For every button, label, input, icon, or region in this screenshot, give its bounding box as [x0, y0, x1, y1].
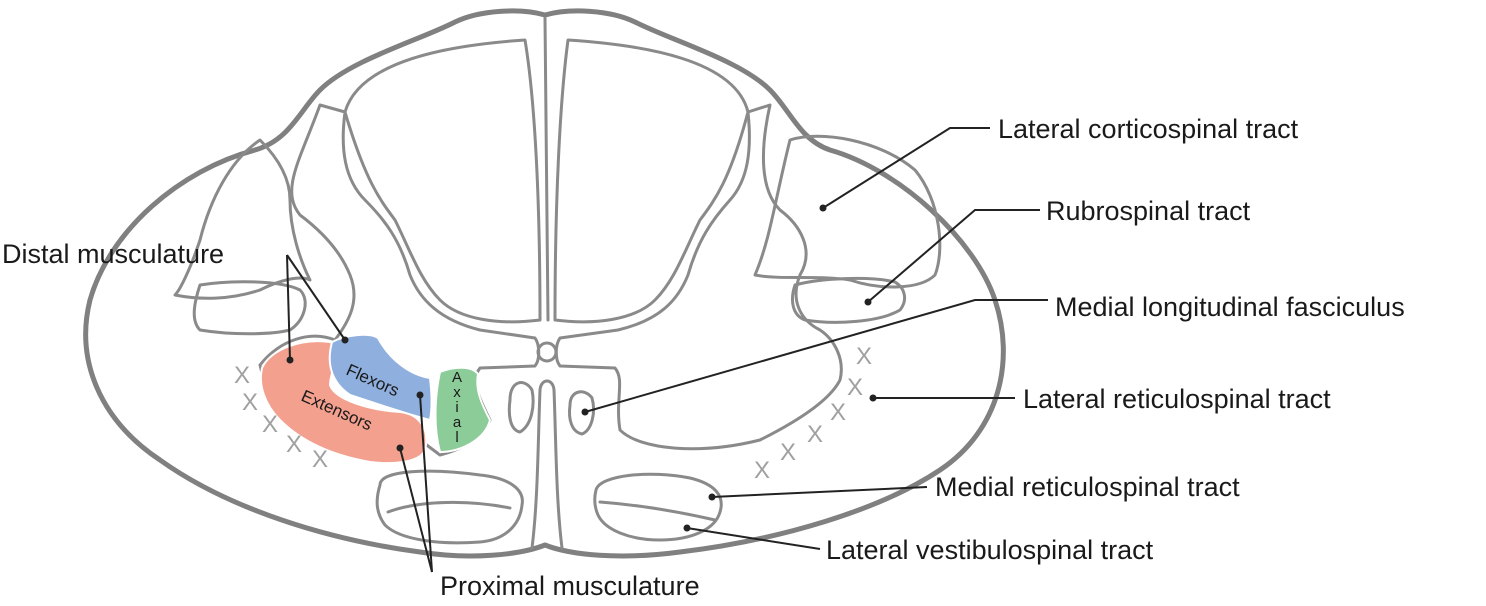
axial-letter: A: [452, 369, 462, 386]
x-mark: X: [807, 421, 823, 448]
cord-outline: [83, 8, 1006, 559]
dot-lateral-reticulospinal: [869, 394, 877, 402]
right-mlf-oval: [568, 390, 596, 436]
central-canal: [536, 341, 558, 363]
dot-lateral-corticospinal: [819, 204, 827, 212]
right-lateral-corticospinal-area: [753, 134, 942, 289]
x-mark: X: [234, 362, 250, 389]
label-rubrospinal: Rubrospinal tract: [1046, 196, 1251, 226]
leader-lateral-corticospinal: [822, 127, 990, 209]
left-lateral-horn: [173, 138, 312, 300]
extensors-region: [260, 340, 428, 465]
x-mark: X: [780, 439, 796, 466]
rubrospinal-oval: [791, 276, 907, 324]
label-lateral-reticulospinal: Lateral reticulospinal tract: [1023, 384, 1331, 414]
x-mark: X: [856, 343, 872, 370]
label-distal-musculature: Distal musculature: [2, 239, 224, 269]
leader-mlf: [584, 299, 1048, 413]
leader-proximal-b: [399, 447, 433, 573]
label-medial-longitudinal: Medial longitudinal fasciculus: [1055, 292, 1405, 322]
leader-distal-b: [286, 254, 346, 341]
x-mark: X: [286, 431, 302, 458]
label-medial-reticulospinal: Medial reticulospinal tract: [935, 472, 1240, 502]
dot-medial-reticulospinal: [708, 493, 716, 501]
leader-proximal-a: [419, 394, 433, 573]
x-mark: X: [847, 374, 863, 401]
left-anterior-crescent-outer: [375, 469, 524, 545]
x-mark: X: [242, 389, 258, 416]
left-anterior-crescent-inner: [386, 500, 512, 514]
axial-letter: x: [453, 384, 461, 401]
leader-medial-reticulospinal: [711, 486, 928, 498]
dot-distal-extensors: [286, 356, 294, 364]
axial-region: [434, 366, 492, 454]
right-anterior-crescent-inner: [598, 500, 717, 522]
dot-lateral-vestibulospinal: [683, 524, 691, 532]
x-mark: X: [830, 399, 846, 426]
axial-letter: l: [455, 429, 458, 446]
dot-proximal-flexors: [416, 391, 424, 399]
label-proximal-musculature: Proximal musculature: [440, 571, 700, 601]
leader-distal-a: [286, 254, 291, 361]
leader-rubrospinal: [867, 209, 1040, 303]
dot-proximal-extensors: [396, 444, 404, 452]
dot-distal-flexors: [341, 336, 349, 344]
x-mark: X: [754, 457, 770, 484]
dot-mlf: [581, 408, 589, 416]
dot-rubrospinal: [864, 298, 872, 306]
flexors-region: [328, 333, 433, 422]
left-mlf-oval: [507, 381, 535, 434]
axial-letter: a: [453, 414, 462, 431]
left-posterior-region: [343, 38, 542, 324]
x-mark: X: [312, 446, 328, 473]
right-anterior-crescent-outer: [593, 472, 723, 542]
right-posterior-region: [553, 38, 750, 324]
posterior-median-septum: [543, 16, 550, 322]
label-lateral-vestibulospinal: Lateral vestibulospinal tract: [826, 535, 1154, 565]
right-gray-matter: [554, 103, 843, 451]
axial-letter: i: [455, 399, 458, 416]
anterior-median-fissure: [530, 379, 564, 550]
x-mark: X: [262, 411, 278, 438]
label-lateral-corticospinal: Lateral corticospinal tract: [998, 114, 1299, 144]
leader-lateral-vestibulospinal: [686, 527, 821, 550]
